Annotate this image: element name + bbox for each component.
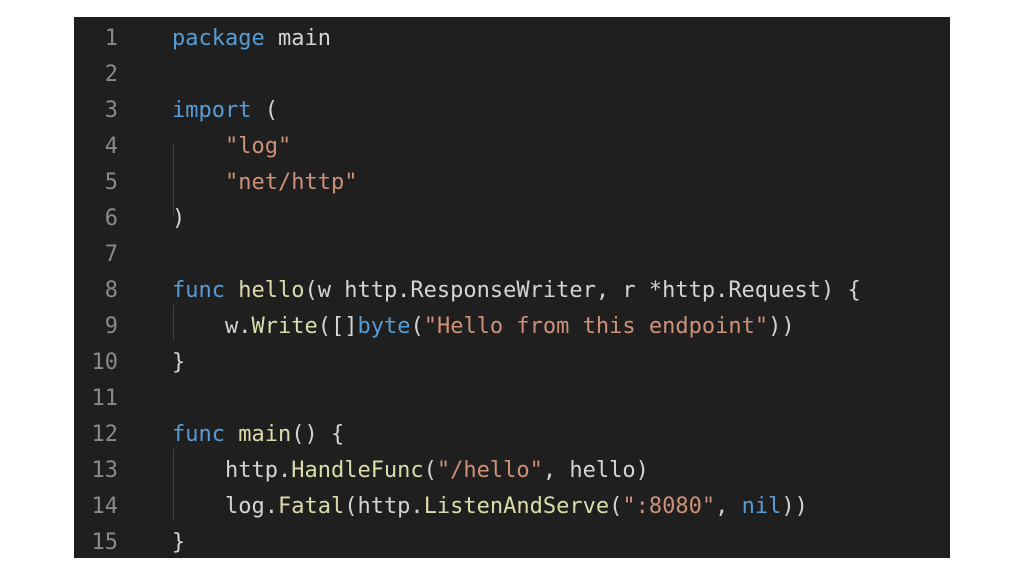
code-line[interactable]: 3 import ( <box>74 93 950 129</box>
code-token <box>225 278 238 303</box>
code-token: , hello) <box>542 458 649 483</box>
code-text: } <box>172 345 185 381</box>
code-line[interactable]: 10} <box>74 345 950 381</box>
code-token <box>225 422 238 447</box>
code-token: nil <box>741 494 782 519</box>
code-line[interactable]: 7 <box>74 237 950 273</box>
code-token: )) <box>781 494 808 519</box>
code-token: "Hello from this endpoint" <box>423 314 769 339</box>
line-number: 8 <box>104 278 118 303</box>
code-token: Write <box>251 314 318 339</box>
code-token: "net/http" <box>224 170 358 195</box>
code-token <box>172 134 225 159</box>
code-text: "net/http" <box>172 165 357 201</box>
code-text: w.Write([]byte("Hello from this endpoint… <box>172 309 795 345</box>
code-token: () { <box>291 422 345 447</box>
line-number: 6 <box>104 206 118 231</box>
code-line[interactable]: 1 package main <box>74 21 950 57</box>
line-number: 1 <box>104 26 118 51</box>
line-number: 11 <box>91 386 119 411</box>
code-token: byte <box>357 314 411 339</box>
code-token: import <box>172 98 252 123</box>
code-token: Fatal <box>277 494 345 519</box>
code-token: log. <box>172 494 278 519</box>
code-token: )) <box>768 314 795 339</box>
code-token: , <box>715 494 742 519</box>
code-line[interactable]: 11 <box>74 381 950 417</box>
line-number: 10 <box>91 350 119 375</box>
code-token: ( <box>410 314 424 339</box>
code-line[interactable]: 14 log.Fatal(http.ListenAndServe(":8080"… <box>74 489 950 525</box>
code-token: ListenAndServe <box>423 494 610 519</box>
code-token: } <box>172 530 186 555</box>
line-number: 5 <box>104 170 118 195</box>
line-number: 13 <box>91 458 119 483</box>
code-line[interactable]: 12 func main() { <box>74 417 950 453</box>
line-number: 15 <box>91 530 119 555</box>
line-number: 3 <box>104 98 118 123</box>
code-token: (http. <box>344 494 424 519</box>
code-line[interactable]: 9 w.Write([]byte("Hello from this endpoi… <box>74 309 950 345</box>
code-text: } <box>172 525 185 558</box>
code-token: func <box>172 278 225 303</box>
line-number: 9 <box>104 314 118 339</box>
line-number: 4 <box>104 134 118 159</box>
code-text: func main() { <box>172 417 344 453</box>
code-text: log.Fatal(http.ListenAndServe(":8080", n… <box>172 489 808 525</box>
code-token: "log" <box>224 134 292 159</box>
code-token: ":8080" <box>622 494 716 519</box>
line-number: 12 <box>91 422 119 447</box>
code-text: http.HandleFunc("/hello", hello) <box>172 453 649 489</box>
code-token: package <box>172 26 265 51</box>
code-token: main <box>264 26 331 51</box>
line-number: 2 <box>104 62 118 87</box>
code-text: package main <box>172 21 331 57</box>
code-line[interactable]: 13 http.HandleFunc("/hello", hello) <box>74 453 950 489</box>
code-token: "/hello" <box>436 458 543 483</box>
code-token: ( <box>609 494 623 519</box>
code-token: w. <box>172 314 252 339</box>
code-token: ) <box>172 206 186 231</box>
indent-guide-main <box>173 449 174 521</box>
code-token: HandleFunc <box>291 458 424 483</box>
code-token: func <box>172 422 225 447</box>
indent-guide-import <box>173 143 174 215</box>
code-line[interactable]: 2 <box>74 57 950 93</box>
code-line[interactable]: 8 func hello(w http.ResponseWriter, r *ht… <box>74 273 950 309</box>
code-token: ( <box>251 98 278 123</box>
code-token: ([] <box>317 314 358 339</box>
code-line[interactable]: 6) <box>74 201 950 237</box>
code-token: http. <box>172 458 292 483</box>
code-token: (w http.ResponseWriter, r *http.Request)… <box>304 278 861 303</box>
code-token: main <box>238 422 292 447</box>
code-text: import ( <box>172 93 278 129</box>
code-line[interactable]: 5 "net/http" <box>74 165 950 201</box>
code-text: func hello(w http.ResponseWriter, r *htt… <box>172 273 861 309</box>
code-line[interactable]: 15} <box>74 525 950 558</box>
code-text: "log" <box>172 129 291 165</box>
line-number: 7 <box>104 242 118 267</box>
code-line[interactable]: 4 "log" <box>74 129 950 165</box>
code-token <box>172 170 225 195</box>
code-token: ( <box>423 458 437 483</box>
line-number: 14 <box>91 494 119 519</box>
indent-guide-hello <box>173 305 174 341</box>
code-token: hello <box>238 278 305 303</box>
code-text: ) <box>172 201 185 237</box>
code-token: } <box>172 350 186 375</box>
